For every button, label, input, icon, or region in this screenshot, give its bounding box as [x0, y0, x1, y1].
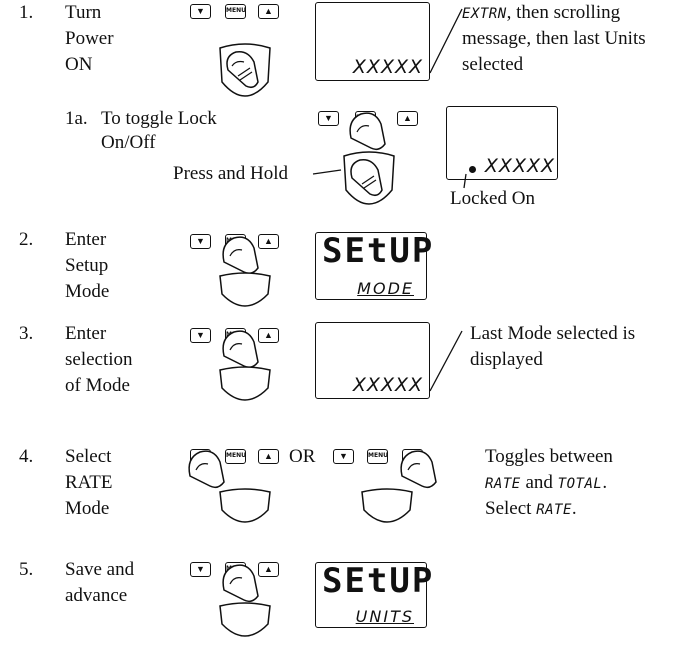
step-2-line-2: Setup: [65, 254, 108, 277]
step-3-lcd: XXXXX: [315, 322, 430, 399]
step-4-note-line-1: Toggles between: [485, 445, 613, 468]
step-5-number: 5.: [19, 558, 33, 581]
step-2-number: 2.: [19, 228, 33, 251]
down-button[interactable]: ▼: [318, 111, 339, 126]
button-pad-icon: [360, 488, 415, 528]
total-label: TOTAL: [558, 476, 603, 492]
rate-label: RATE: [536, 502, 572, 518]
step-3-line-3: of Mode: [65, 374, 130, 397]
step-1-note-line-2: message, then last Units: [462, 27, 646, 50]
extrn-label: EXTRN: [462, 6, 507, 22]
step-3-line-2: selection: [65, 348, 133, 371]
step-5-lcd: SEtUP UNITS: [315, 562, 427, 628]
step-3-lcd-value: XXXXX: [353, 374, 423, 396]
step-1a-lcd-value: XXXXX: [485, 155, 555, 177]
step-2-lcd: SEtUP MODE: [315, 232, 427, 300]
up-button[interactable]: ▲: [258, 449, 279, 464]
button-pad-icon: [218, 488, 273, 528]
step-4-line-3: Mode: [65, 497, 109, 520]
step-2-line-3: Mode: [65, 280, 109, 303]
button-pad-icon: [218, 272, 273, 312]
step-1a-number: 1a.: [65, 107, 88, 130]
step-2-lcd-sub: MODE: [357, 279, 414, 298]
step-1-note-line-3: selected: [462, 53, 523, 76]
down-button[interactable]: ▼: [190, 4, 211, 19]
step-3-note-line-2: displayed: [470, 348, 543, 371]
period: .: [572, 498, 577, 519]
step-2-lcd-main: SEtUP: [322, 231, 434, 271]
press-hand-icon: [218, 560, 268, 605]
step-4-note-line-2: RATE and TOTAL.: [485, 471, 607, 496]
down-button[interactable]: ▼: [190, 328, 211, 343]
press-hand-icon: [396, 446, 446, 491]
down-button[interactable]: ▼: [190, 562, 211, 577]
period: .: [602, 472, 607, 493]
press-hand-icon: [218, 326, 268, 371]
step-5-lcd-sub: UNITS: [356, 607, 414, 626]
step-3-note-line-1: Last Mode selected is: [470, 322, 635, 345]
step-1-lcd: XXXXX: [315, 2, 430, 81]
step-1-line-1: Turn: [65, 1, 101, 24]
step-5-line-2: advance: [65, 584, 127, 607]
step-1a-text: To toggle Lock: [101, 107, 217, 130]
menu-button[interactable]: MENU: [367, 449, 388, 464]
step-4-number: 4.: [19, 445, 33, 468]
step-5-line-1: Save and: [65, 558, 134, 581]
up-button[interactable]: ▲: [397, 111, 418, 126]
rate-label: RATE: [485, 476, 521, 492]
and-text: and: [521, 472, 558, 493]
hold-hand-icon: [342, 150, 397, 212]
menu-button[interactable]: MENU: [225, 4, 246, 19]
step-1a-text-2: On/Off: [101, 131, 156, 154]
step-1a-lcd: XXXXX: [446, 106, 558, 180]
step-1-note-text: , then scrolling: [507, 2, 620, 23]
button-pad-icon: [218, 366, 273, 406]
step-4-line-1: Select: [65, 445, 111, 468]
press-hand-icon: [345, 108, 395, 153]
down-button[interactable]: ▼: [333, 449, 354, 464]
press-and-hold-label: Press and Hold: [173, 162, 288, 185]
step-5-lcd-main: SEtUP: [322, 561, 434, 601]
step-3-line-1: Enter: [65, 322, 106, 345]
up-button[interactable]: ▲: [258, 4, 279, 19]
step-3-number: 3.: [19, 322, 33, 345]
or-label: OR: [289, 445, 315, 468]
step-1-line-3: ON: [65, 53, 92, 76]
step-1-lcd-value: XXXXX: [353, 56, 423, 78]
press-hand-icon: [218, 42, 273, 102]
step-2-line-1: Enter: [65, 228, 106, 251]
step-1-note-line-1: EXTRN, then scrolling: [462, 1, 620, 26]
step-1-number: 1.: [19, 1, 33, 24]
button-pad-icon: [218, 602, 273, 642]
press-hand-icon: [218, 232, 268, 277]
callout-line: [428, 325, 468, 400]
select-text: Select: [485, 498, 536, 519]
locked-on-label: Locked On: [450, 187, 535, 210]
step-4-line-2: RATE: [65, 471, 113, 494]
down-button[interactable]: ▼: [190, 234, 211, 249]
step-4-note-line-3: Select RATE.: [485, 497, 577, 522]
press-hand-icon: [184, 446, 234, 491]
step-1-line-2: Power: [65, 27, 114, 50]
